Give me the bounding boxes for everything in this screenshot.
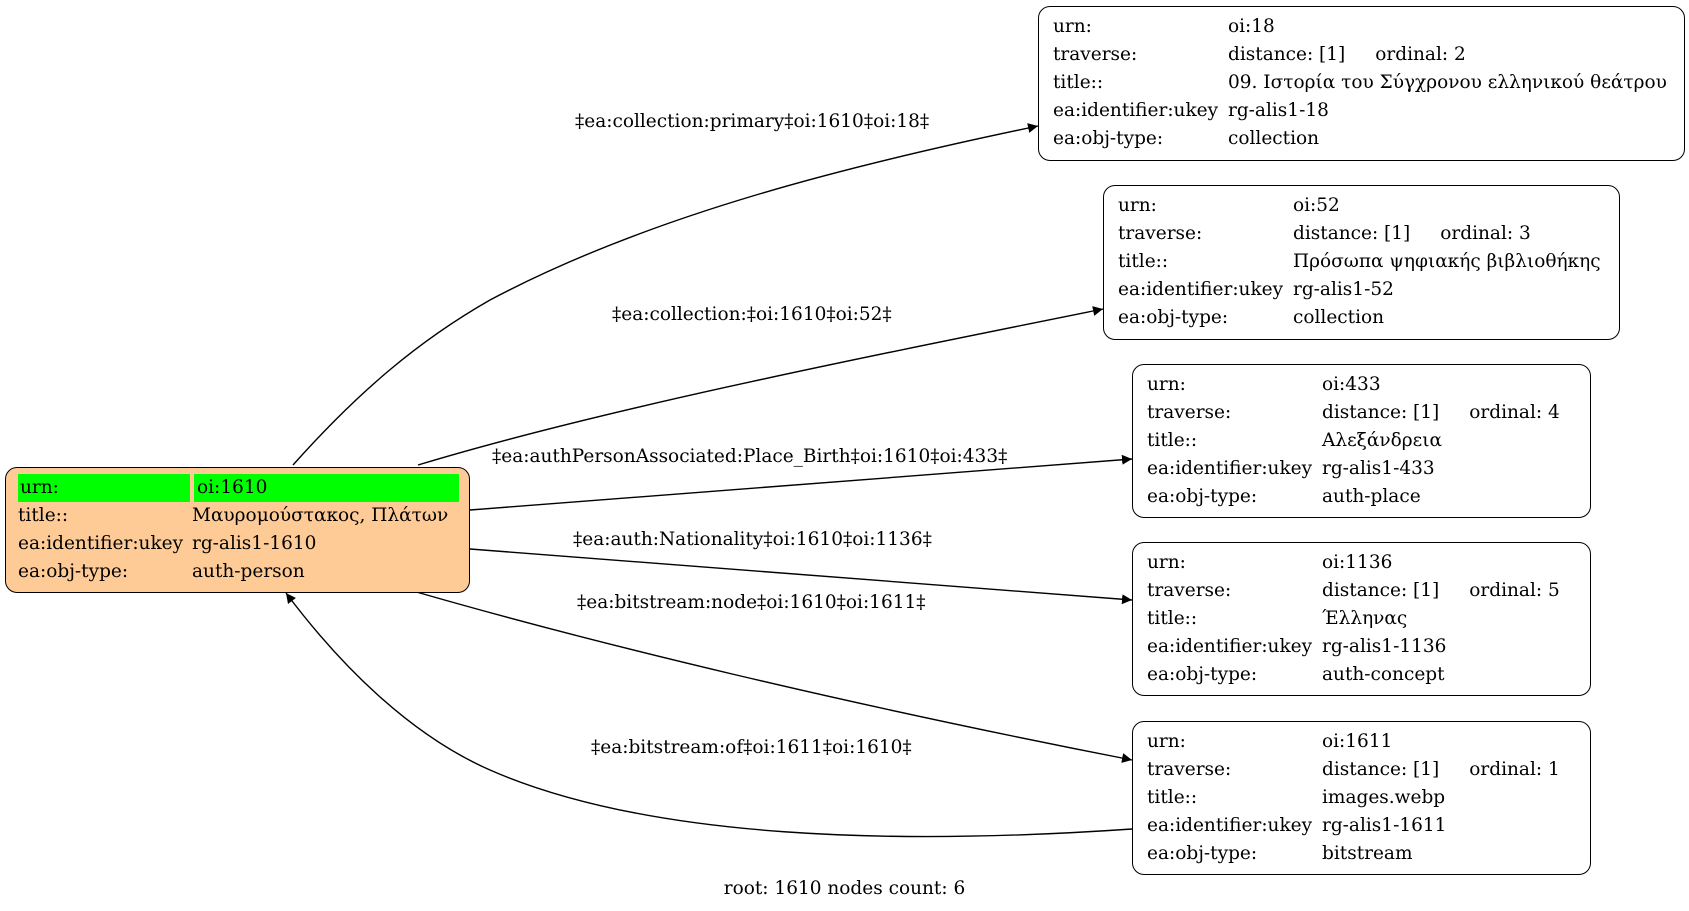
traverse-key: traverse: [1053,44,1138,65]
ukey-value: rg-alis1-1611 [1322,815,1447,836]
node-oi1611[interactable]: urn: oi:1611 traverse: distance: [1] ordina… [1132,721,1591,875]
urn-value: oi:1611 [1322,731,1393,752]
edge-to-oi1136 [469,548,1133,605]
objtype-value: auth-concept [1322,664,1445,685]
distance-value: distance: [1] [1322,580,1440,601]
root-ukey-value: rg-alis1-1610 [192,533,317,554]
ukey-key: ea:identifier:ukey [1053,100,1219,121]
edge-to-oi1611 [412,590,1133,763]
edge-label: ‡ea:authPersonAssociated:Place_Birth‡oi:… [492,446,1008,467]
distance-value: distance: [1] [1293,223,1411,244]
edge-label: ‡ea:bitstream:of‡oi:1611‡oi:1610‡ [591,737,912,758]
distance-value: distance: [1] [1322,402,1440,423]
edge-to-oi52 [417,306,1104,466]
title-value: Αλεξάνδρεια [1322,430,1442,451]
edge-from-oi1611 [285,592,1133,838]
root-objtype-key: ea:obj-type: [18,561,129,582]
urn-value: oi:433 [1322,374,1381,395]
root-title-key: title:: [18,505,69,526]
distance-value: distance: [1] [1322,759,1440,780]
traverse-key: traverse: [1147,402,1232,423]
objtype-key: ea:obj-type: [1118,307,1229,328]
objtype-key: ea:obj-type: [1147,843,1258,864]
ukey-key: ea:identifier:ukey [1147,458,1313,479]
ukey-value: rg-alis1-52 [1293,279,1394,300]
urn-key: urn: [1147,374,1186,395]
traverse-key: traverse: [1147,580,1232,601]
objtype-key: ea:obj-type: [1053,128,1164,149]
distance-value: distance: [1] [1228,44,1346,65]
root-ukey-row: ea:identifier:ukey rg-alis1-1610 [18,530,457,558]
objtype-key: ea:obj-type: [1147,664,1258,685]
root-node-oi1610[interactable]: urn: oi:1610 title:: Μαυρομούστακος, Πλά… [5,467,470,593]
title-key: title:: [1147,430,1198,451]
objtype-value: bitstream [1322,843,1413,864]
urn-value: oi:52 [1293,195,1340,216]
root-urn-row: urn: oi:1610 [18,474,459,502]
title-value: images.webp [1322,787,1446,808]
ukey-key: ea:identifier:ukey [1147,815,1313,836]
ordinal-value: ordinal: 5 [1469,580,1560,601]
urn-key: urn: [1053,16,1092,37]
root-title-row: title:: Μαυρομούστακος, Πλάτων [18,502,457,530]
title-value: Πρόσωπα ψηφιακής βιβλιοθήκης [1293,251,1601,272]
title-value: 09. Ιστορία του Σύγχρονου ελληνικού θεάτ… [1228,72,1667,93]
title-key: title:: [1118,251,1169,272]
traverse-key: traverse: [1118,223,1203,244]
urn-key: urn: [1147,552,1186,573]
root-ukey-key: ea:identifier:ukey [18,533,184,554]
root-title-value: Μαυρομούστακος, Πλάτων [192,505,449,526]
objtype-key: ea:obj-type: [1147,486,1258,507]
ukey-value: rg-alis1-433 [1322,458,1435,479]
graph-footer: root: 1610 nodes count: 6 [723,878,966,899]
root-objtype-row: ea:obj-type: auth-person [18,558,457,586]
title-value: Έλληνας [1322,608,1408,629]
edge-label: ‡ea:auth:Nationality‡oi:1610‡oi:1136‡ [573,529,932,550]
ordinal-value: ordinal: 3 [1440,223,1531,244]
edge-to-oi18 [292,123,1039,466]
root-objtype-value: auth-person [192,561,305,582]
ukey-key: ea:identifier:ukey [1147,636,1313,657]
urn-value: oi:1136 [1322,552,1393,573]
urn-value: oi:18 [1228,16,1275,37]
traverse-key: traverse: [1147,759,1232,780]
title-key: title:: [1053,72,1104,93]
ukey-value: rg-alis1-1136 [1322,636,1447,657]
title-key: title:: [1147,608,1198,629]
ordinal-value: ordinal: 1 [1469,759,1560,780]
edge-label: ‡ea:bitstream:node‡oi:1610‡oi:1611‡ [577,592,926,613]
root-urn-value: oi:1610 [194,474,459,502]
node-oi1136[interactable]: urn: oi:1136 traverse: distance: [1] ordina… [1132,542,1591,696]
node-oi18[interactable]: urn: oi:18 traverse: distance: [1] ordinal:… [1038,6,1685,161]
title-key: title:: [1147,787,1198,808]
objtype-value: collection [1228,128,1320,149]
ordinal-value: ordinal: 2 [1375,44,1466,65]
urn-key: urn: [1118,195,1157,216]
edge-to-oi433 [469,454,1133,511]
edge-label: ‡ea:collection:‡oi:1610‡oi:52‡ [612,304,892,325]
ukey-value: rg-alis1-18 [1228,100,1329,121]
node-oi433[interactable]: urn: oi:433 traverse: distance: [1] ordinal… [1132,364,1591,518]
ukey-key: ea:identifier:ukey [1118,279,1284,300]
edge-label: ‡ea:collection:primary‡oi:1610‡oi:18‡ [575,111,930,132]
objtype-value: collection [1293,307,1385,328]
ordinal-value: ordinal: 4 [1469,402,1560,423]
node-oi52[interactable]: urn: oi:52 traverse: distance: [1] ordinal:… [1103,185,1620,340]
urn-key: urn: [1147,731,1186,752]
root-urn-key: urn: [18,474,190,502]
objtype-value: auth-place [1322,486,1421,507]
